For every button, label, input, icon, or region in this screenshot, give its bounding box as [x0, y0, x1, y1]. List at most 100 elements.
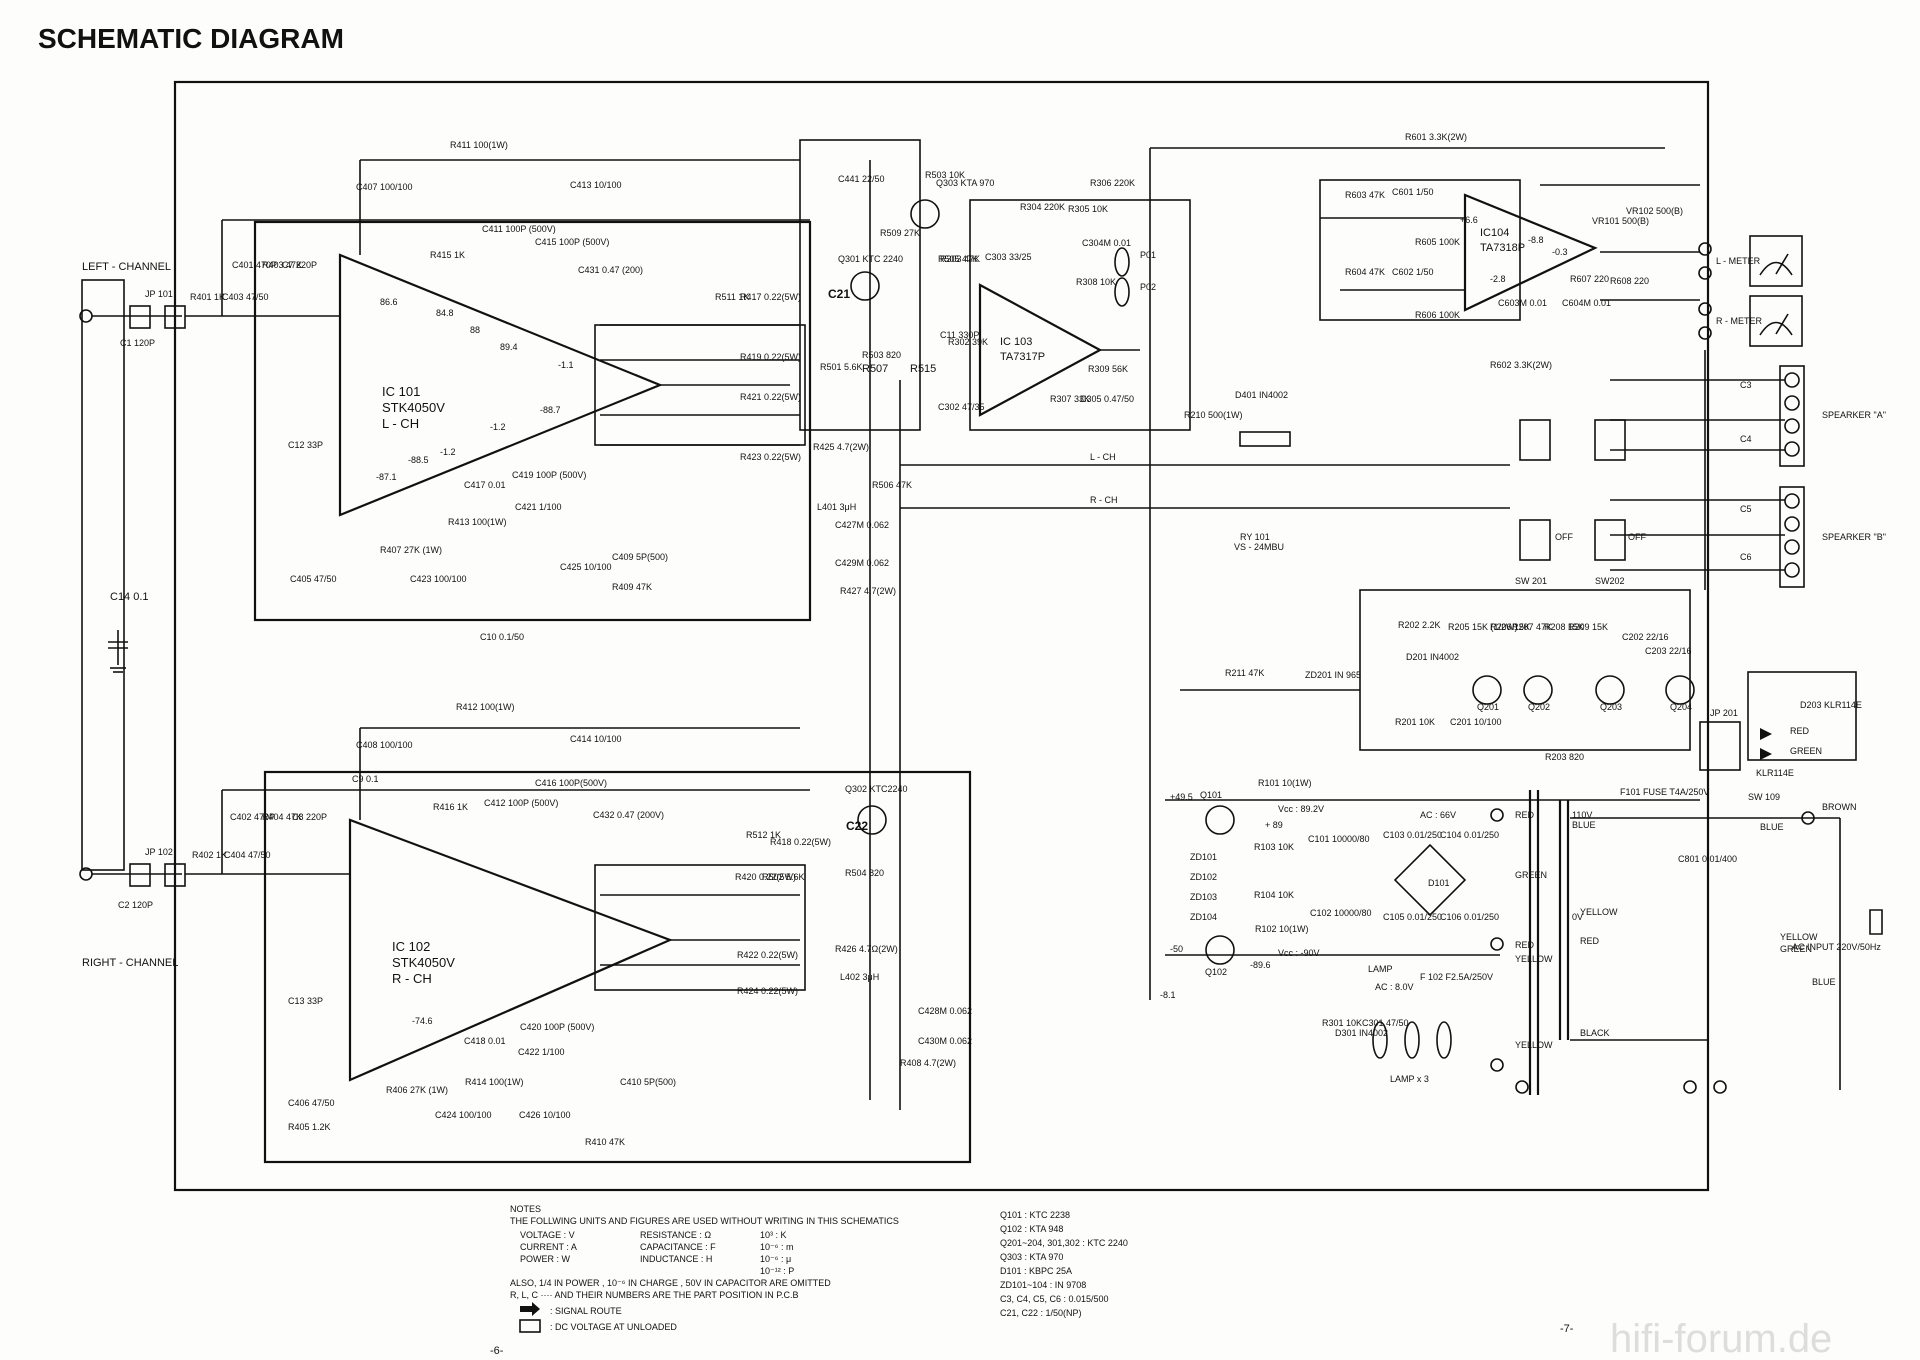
q102-icon	[1205, 935, 1235, 965]
component-label: R504 820	[845, 868, 884, 878]
svg-text:+ 89: + 89	[1265, 820, 1283, 830]
svg-text:-1.1: -1.1	[558, 360, 574, 370]
component-label: R606 100K	[1415, 310, 1460, 320]
component-label: R208 15K	[1544, 622, 1584, 632]
left-channel-label: LEFT - CHANNEL	[82, 261, 171, 273]
component-label: R512 1K	[746, 830, 781, 840]
component-label: R103 10K	[1254, 842, 1294, 852]
svg-text:10⁻⁶ : μ: 10⁻⁶ : μ	[760, 1254, 791, 1264]
component-label: R210 500(1W)	[1184, 410, 1243, 420]
component-label: C9 0.1	[352, 774, 379, 784]
d203-label: D203 KLR114E	[1800, 700, 1862, 710]
svg-text:INDUCTANCE : H: INDUCTANCE : H	[640, 1254, 712, 1264]
component-label: C423 100/100	[410, 574, 467, 584]
sw201-off-label: OFF	[1555, 532, 1573, 542]
r-amp-block	[263, 770, 972, 1164]
component-label: C409 5P(500)	[612, 552, 668, 562]
d301-label: D301 IN4002	[1335, 1028, 1388, 1038]
component-label: R407 27K (1W)	[380, 545, 442, 555]
component-label: R401 1K	[190, 292, 225, 302]
wire-green: GREEN	[1515, 870, 1547, 880]
ac-input-label: AC INPUT 220V/50Hz	[1792, 942, 1881, 952]
component-label: C105 0.01/250	[1383, 912, 1442, 922]
q101-label: Q101	[1200, 790, 1222, 800]
component-label: C106 0.01/250	[1440, 912, 1499, 922]
relay-r-ch: R - CH	[1090, 495, 1118, 505]
component-label: C12 33P	[288, 440, 323, 450]
component-label: C441 22/50	[838, 174, 885, 184]
signal-route-arrow-icon	[520, 1302, 540, 1316]
component-label: C4	[1740, 434, 1752, 444]
component-label: R607 220	[1570, 274, 1609, 284]
component-label: R404 47K	[262, 812, 302, 822]
component-label: C420 100P (500V)	[520, 1022, 594, 1032]
led-red-label: RED	[1790, 726, 1810, 736]
component-label: C301 47/50	[1362, 1018, 1409, 1028]
component-label: R416 1K	[433, 802, 468, 812]
component-label: R104 10K	[1254, 890, 1294, 900]
svg-text:Q303 : KTA 970: Q303 : KTA 970	[1000, 1252, 1063, 1262]
relay-coil-icon	[1239, 431, 1291, 447]
component-label: R425 4.7(2W)	[813, 442, 869, 452]
component-label: C801 0.01/400	[1678, 854, 1737, 864]
component-label: R205 15K (1/2W)	[1448, 622, 1518, 632]
c14-label: C14 0.1	[110, 591, 149, 603]
component-label: C602 1/50	[1392, 267, 1434, 277]
component-label: R501 5.6K	[820, 362, 863, 372]
component-label: VR101 500(B)	[1592, 216, 1649, 226]
svg-text:88: 88	[470, 325, 480, 335]
component-label: R411 100(1W)	[450, 140, 508, 150]
speaker-b-label: SPEARKER "B"	[1822, 532, 1886, 542]
r-meter-icon	[1749, 295, 1803, 347]
component-label: R102 10(1W)	[1255, 924, 1309, 934]
component-label: R505 47K	[938, 254, 978, 264]
q303-label: Q303 KTA 970	[936, 178, 994, 188]
jp101-label: JP 101	[145, 289, 173, 299]
component-label: C414 10/100	[570, 734, 622, 744]
svg-text:+49.5: +49.5	[1170, 792, 1193, 802]
component-label: R211 47K	[1225, 668, 1264, 678]
ic104-ref: IC104	[1480, 227, 1509, 239]
component-label: C430M 0.062	[918, 1036, 972, 1046]
component-label: C432 0.47 (200V)	[593, 810, 664, 820]
c21-label: C21	[828, 287, 850, 301]
notes-line2: ALSO, 1/4 IN POWER , 10⁻⁶ IN CHARGE , 50…	[510, 1278, 831, 1288]
component-label: C303 33/25	[985, 252, 1032, 262]
component-label: R417 0.22(5W)	[740, 292, 801, 302]
speaker-a-terminal	[1779, 365, 1805, 467]
ac8-label: AC : 8.0V	[1375, 982, 1414, 992]
outer-border	[173, 80, 1710, 1192]
component-label: C402 470P	[230, 812, 275, 822]
component-label: C406 47/50	[288, 1098, 335, 1108]
schematic-title: SCHEMATIC DIAGRAM	[38, 23, 344, 54]
led-green-label: GREEN	[1790, 746, 1822, 756]
input-shield	[81, 279, 125, 871]
v110-label: 110V	[1572, 810, 1592, 820]
component-label: C428M 0.062	[918, 1006, 972, 1016]
ic101-ref: IC 101	[382, 384, 420, 399]
svg-text:10⁻¹² : P: 10⁻¹² : P	[760, 1266, 794, 1276]
component-label: C305 0.47/50	[1080, 394, 1134, 404]
component-label: R303 47K	[940, 254, 980, 264]
component-label: C425 10/100	[560, 562, 612, 572]
component-label: R304 220K	[1020, 202, 1065, 212]
vcc-neg-label: Vcc : -90V	[1278, 948, 1320, 958]
sw201-label: SW 201	[1515, 576, 1547, 586]
ic102-triangle	[348, 818, 673, 1082]
component-label: R424 0.22(5W)	[737, 986, 798, 996]
component-label: R506 47K	[872, 480, 912, 490]
component-label: C102 10000/80	[1310, 908, 1372, 918]
component-label: R511 1K	[715, 292, 749, 302]
component-label: C421 1/100	[515, 502, 562, 512]
speaker-b-terminal	[1779, 486, 1805, 588]
wire-green-2: GREEN	[1780, 944, 1812, 954]
ic101-ch: L - CH	[382, 416, 419, 431]
notes-line1: THE FOLLWING UNITS AND FIGURES ARE USED …	[510, 1216, 899, 1226]
relay-l-ch: L - CH	[1090, 452, 1116, 462]
component-label: C203 22/16	[1645, 646, 1692, 656]
ic104-part: TA7318P	[1480, 242, 1525, 254]
ic102-ref: IC 102	[392, 939, 430, 954]
component-label: C412 100P (500V)	[484, 798, 558, 808]
component-label: R502 5.6K	[762, 872, 805, 882]
